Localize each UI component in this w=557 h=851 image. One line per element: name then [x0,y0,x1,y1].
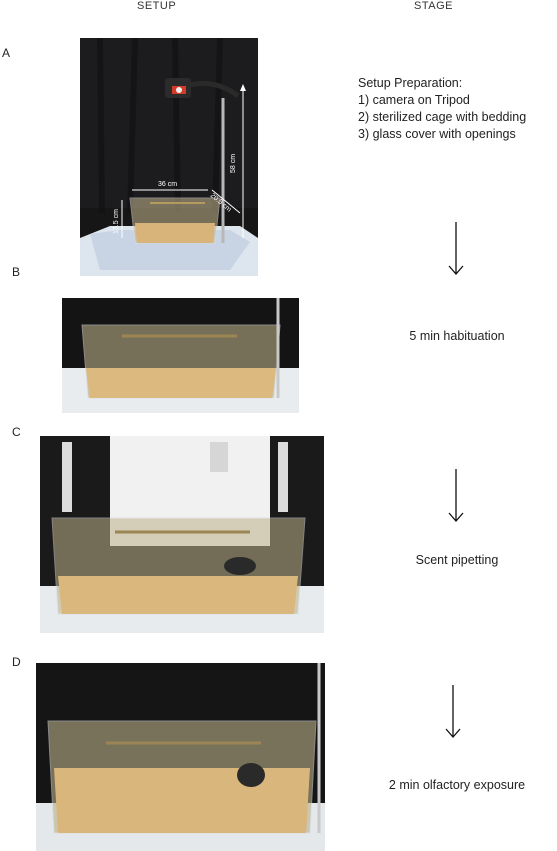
stage-text-b: 5 min habituation [409,329,505,343]
arrow-down-icon-2 [448,469,464,522]
arrow-down-icon-1 [448,222,464,275]
stage-a-line-4: 3) glass cover with openings [358,127,516,141]
panel-label-d: D [12,655,21,669]
dim-width: 36 cm [158,181,177,188]
panel-label-b: B [12,265,21,279]
setup-photo-a: 58 cm 36 cm 20.5 cm 13.5 cm [80,38,258,276]
panel-label-c: C [12,425,21,439]
setup-header: SETUP [137,0,177,12]
stage-text-c: Scent pipetting [415,553,499,567]
setup-photo-c [40,436,324,633]
stage-header: STAGE [414,0,453,12]
stage-text-a: Setup Preparation: 1) camera on Tripod 2… [358,75,526,143]
stage-a-line-3: 2) sterilized cage with bedding [358,110,527,124]
stage-a-line-1: Setup Preparation: [358,76,463,90]
arrow-down-icon-3 [445,685,461,738]
setup-photo-d [36,663,325,851]
stage-text-d: 2 min olfactory exposure [388,778,526,792]
dim-camera-height: 58 cm [230,154,237,173]
setup-photo-b [62,298,299,413]
panel-label-a: A [2,46,11,60]
dim-height: 13.5 cm [113,209,120,234]
stage-a-line-2: 1) camera on Tripod [358,93,470,107]
